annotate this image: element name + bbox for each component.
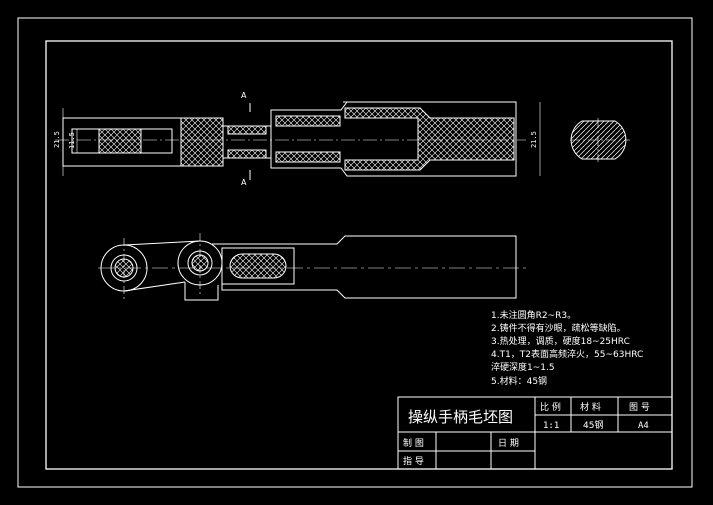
date-label: 日 期 [498, 438, 519, 449]
section-a-a-view [570, 118, 630, 162]
drawn-label: 制 图 [403, 437, 424, 449]
drawing-no-value: A4 [638, 421, 649, 431]
note-4: 4.T1，T2表面高频淬火，55~63HRC [491, 348, 643, 360]
drawing-title: 操纵手柄毛坯图 [408, 408, 513, 426]
checked-label: 指 导 [403, 455, 424, 467]
technical-notes: 1.未注圆角R2~R3。 2.铸件不得有沙眼，疏松等缺陷。 3.热处理，调质，硬… [491, 309, 643, 387]
note-5: 5.材料：45钢 [491, 375, 547, 387]
dim-right-outer: 21.5 [530, 131, 538, 148]
inner-frame [45, 40, 673, 470]
dim-left-outer: 21.5 [53, 131, 61, 148]
title-block [397, 396, 673, 470]
section-label-bottom: A [241, 178, 247, 187]
note-3: 3.热处理，调质，硬度18~25HRC [491, 335, 630, 347]
note-1: 1.未注圆角R2~R3。 [491, 309, 576, 321]
front-section-view [55, 101, 541, 180]
dim-left-inner: 11.5 [68, 132, 76, 149]
material-value: 45钢 [583, 419, 603, 431]
drawing-no-label: 图 号 [629, 402, 650, 413]
scale-label: 比 例 [540, 401, 561, 413]
plan-view [98, 233, 530, 301]
note-4-cont: 淬硬深度1~1.5 [491, 361, 555, 373]
scale-value: 1:1 [543, 421, 559, 431]
note-2: 2.铸件不得有沙眼，疏松等缺陷。 [491, 322, 626, 334]
material-label: 材 料 [580, 401, 601, 413]
section-label-top: A [241, 91, 247, 100]
outer-frame [17, 17, 693, 488]
